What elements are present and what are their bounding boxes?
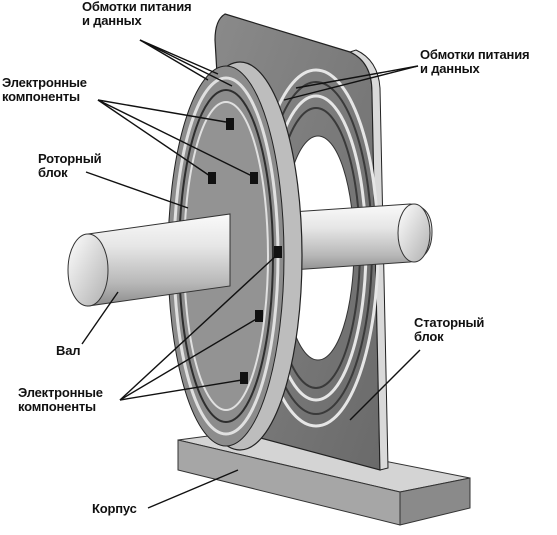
component-chip: [226, 118, 234, 130]
component-chip: [274, 246, 282, 258]
label-shaft: Вал: [56, 343, 81, 358]
component-chip: [240, 372, 248, 384]
electronic-components: [208, 118, 282, 384]
shaft-front: [67, 213, 231, 307]
label-coils-top-left: Обмотки питания и данных: [82, 0, 192, 28]
label-rotor-block: Роторный блок: [38, 151, 102, 180]
label-housing: Корпус: [92, 501, 137, 516]
label-electronics-bottom: Электронные компоненты: [18, 385, 103, 414]
label-coils-top-right: Обмотки питания и данных: [420, 47, 530, 76]
leader-lines: [81, 39, 421, 509]
shaft-back: [261, 203, 433, 273]
component-chip: [208, 172, 216, 184]
label-stator-block: Статорный блок: [414, 315, 485, 344]
component-chip: [250, 172, 258, 184]
component-chip: [255, 310, 263, 322]
label-electronics-top: Электронные компоненты: [2, 75, 87, 104]
